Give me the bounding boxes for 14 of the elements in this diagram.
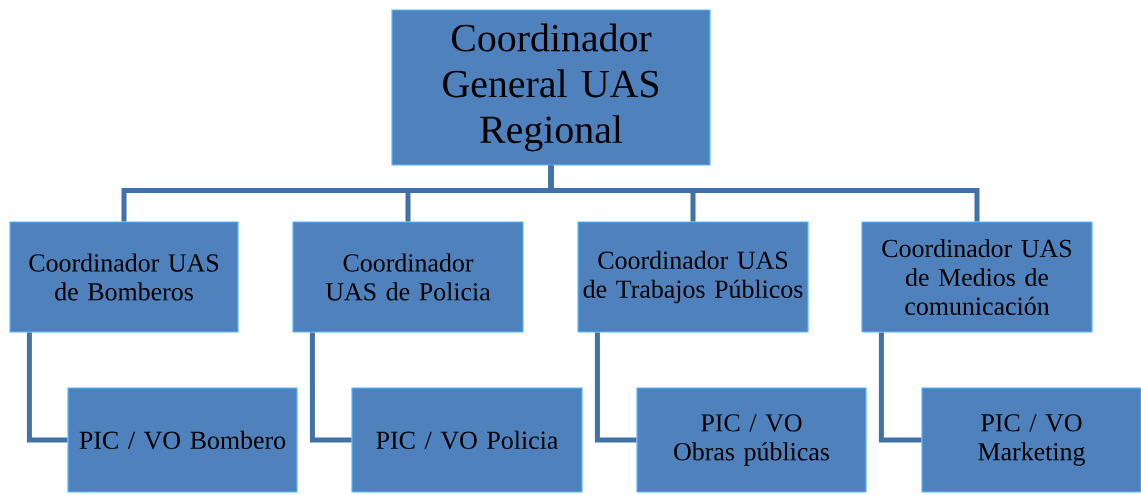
connector-line xyxy=(548,165,980,222)
process-box: Coordinador UAS de Medios de comunicación xyxy=(861,221,1093,333)
process-box: Coordinador UAS de Policia xyxy=(292,221,524,333)
process-box: PIC / VO Policia xyxy=(351,387,583,493)
process-box: PIC / VO Bombero xyxy=(67,387,298,493)
process-box: Coordinador UAS de Bomberos xyxy=(9,221,239,333)
connector-line xyxy=(309,332,352,443)
title-box: Coordinador General UAS Regional xyxy=(391,9,711,166)
connector-line xyxy=(594,332,637,443)
process-box: PIC / VO Marketing xyxy=(921,387,1141,493)
connector-line xyxy=(26,332,68,443)
process-box: PIC / VO Obras públicas xyxy=(636,387,867,493)
connector-line xyxy=(878,332,922,443)
process-box: Coordinador UAS de Trabajos Públicos xyxy=(577,221,809,333)
